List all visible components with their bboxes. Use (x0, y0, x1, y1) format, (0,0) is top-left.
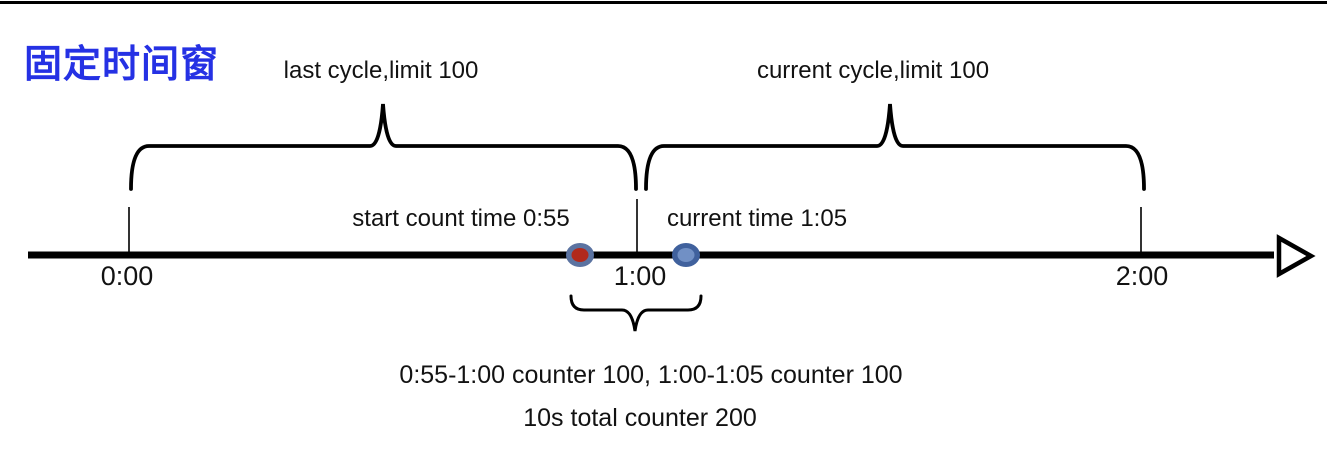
tick-label-0-00: 0:00 (100, 261, 154, 291)
start-count-time-label: start count time 0:55 (352, 205, 570, 232)
start-count-marker-icon (566, 243, 594, 267)
current-time-marker-dot (677, 248, 695, 262)
current-time-marker-icon (672, 243, 700, 267)
start-count-marker-dot (571, 248, 589, 262)
top-border-line (0, 1, 1327, 4)
counter-detail-line: 0:55-1:00 counter 100, 1:00-1:05 counter… (399, 361, 903, 389)
current-cycle-brace (644, 103, 1146, 191)
current-time-label: current time 1:05 (666, 205, 848, 232)
timeline-arrowhead-icon (1276, 234, 1316, 278)
tick-label-2-00: 2:00 (1115, 261, 1169, 291)
current-cycle-label: current cycle,limit 100 (756, 57, 990, 84)
tick-label-1-00: 1:00 (613, 261, 667, 291)
counter-total-line: 10s total counter 200 (523, 404, 757, 432)
last-cycle-brace (129, 103, 638, 191)
last-cycle-label: last cycle,limit 100 (283, 57, 479, 84)
counting-window-brace (569, 294, 703, 332)
page-title: 固定时间窗 (24, 44, 220, 86)
